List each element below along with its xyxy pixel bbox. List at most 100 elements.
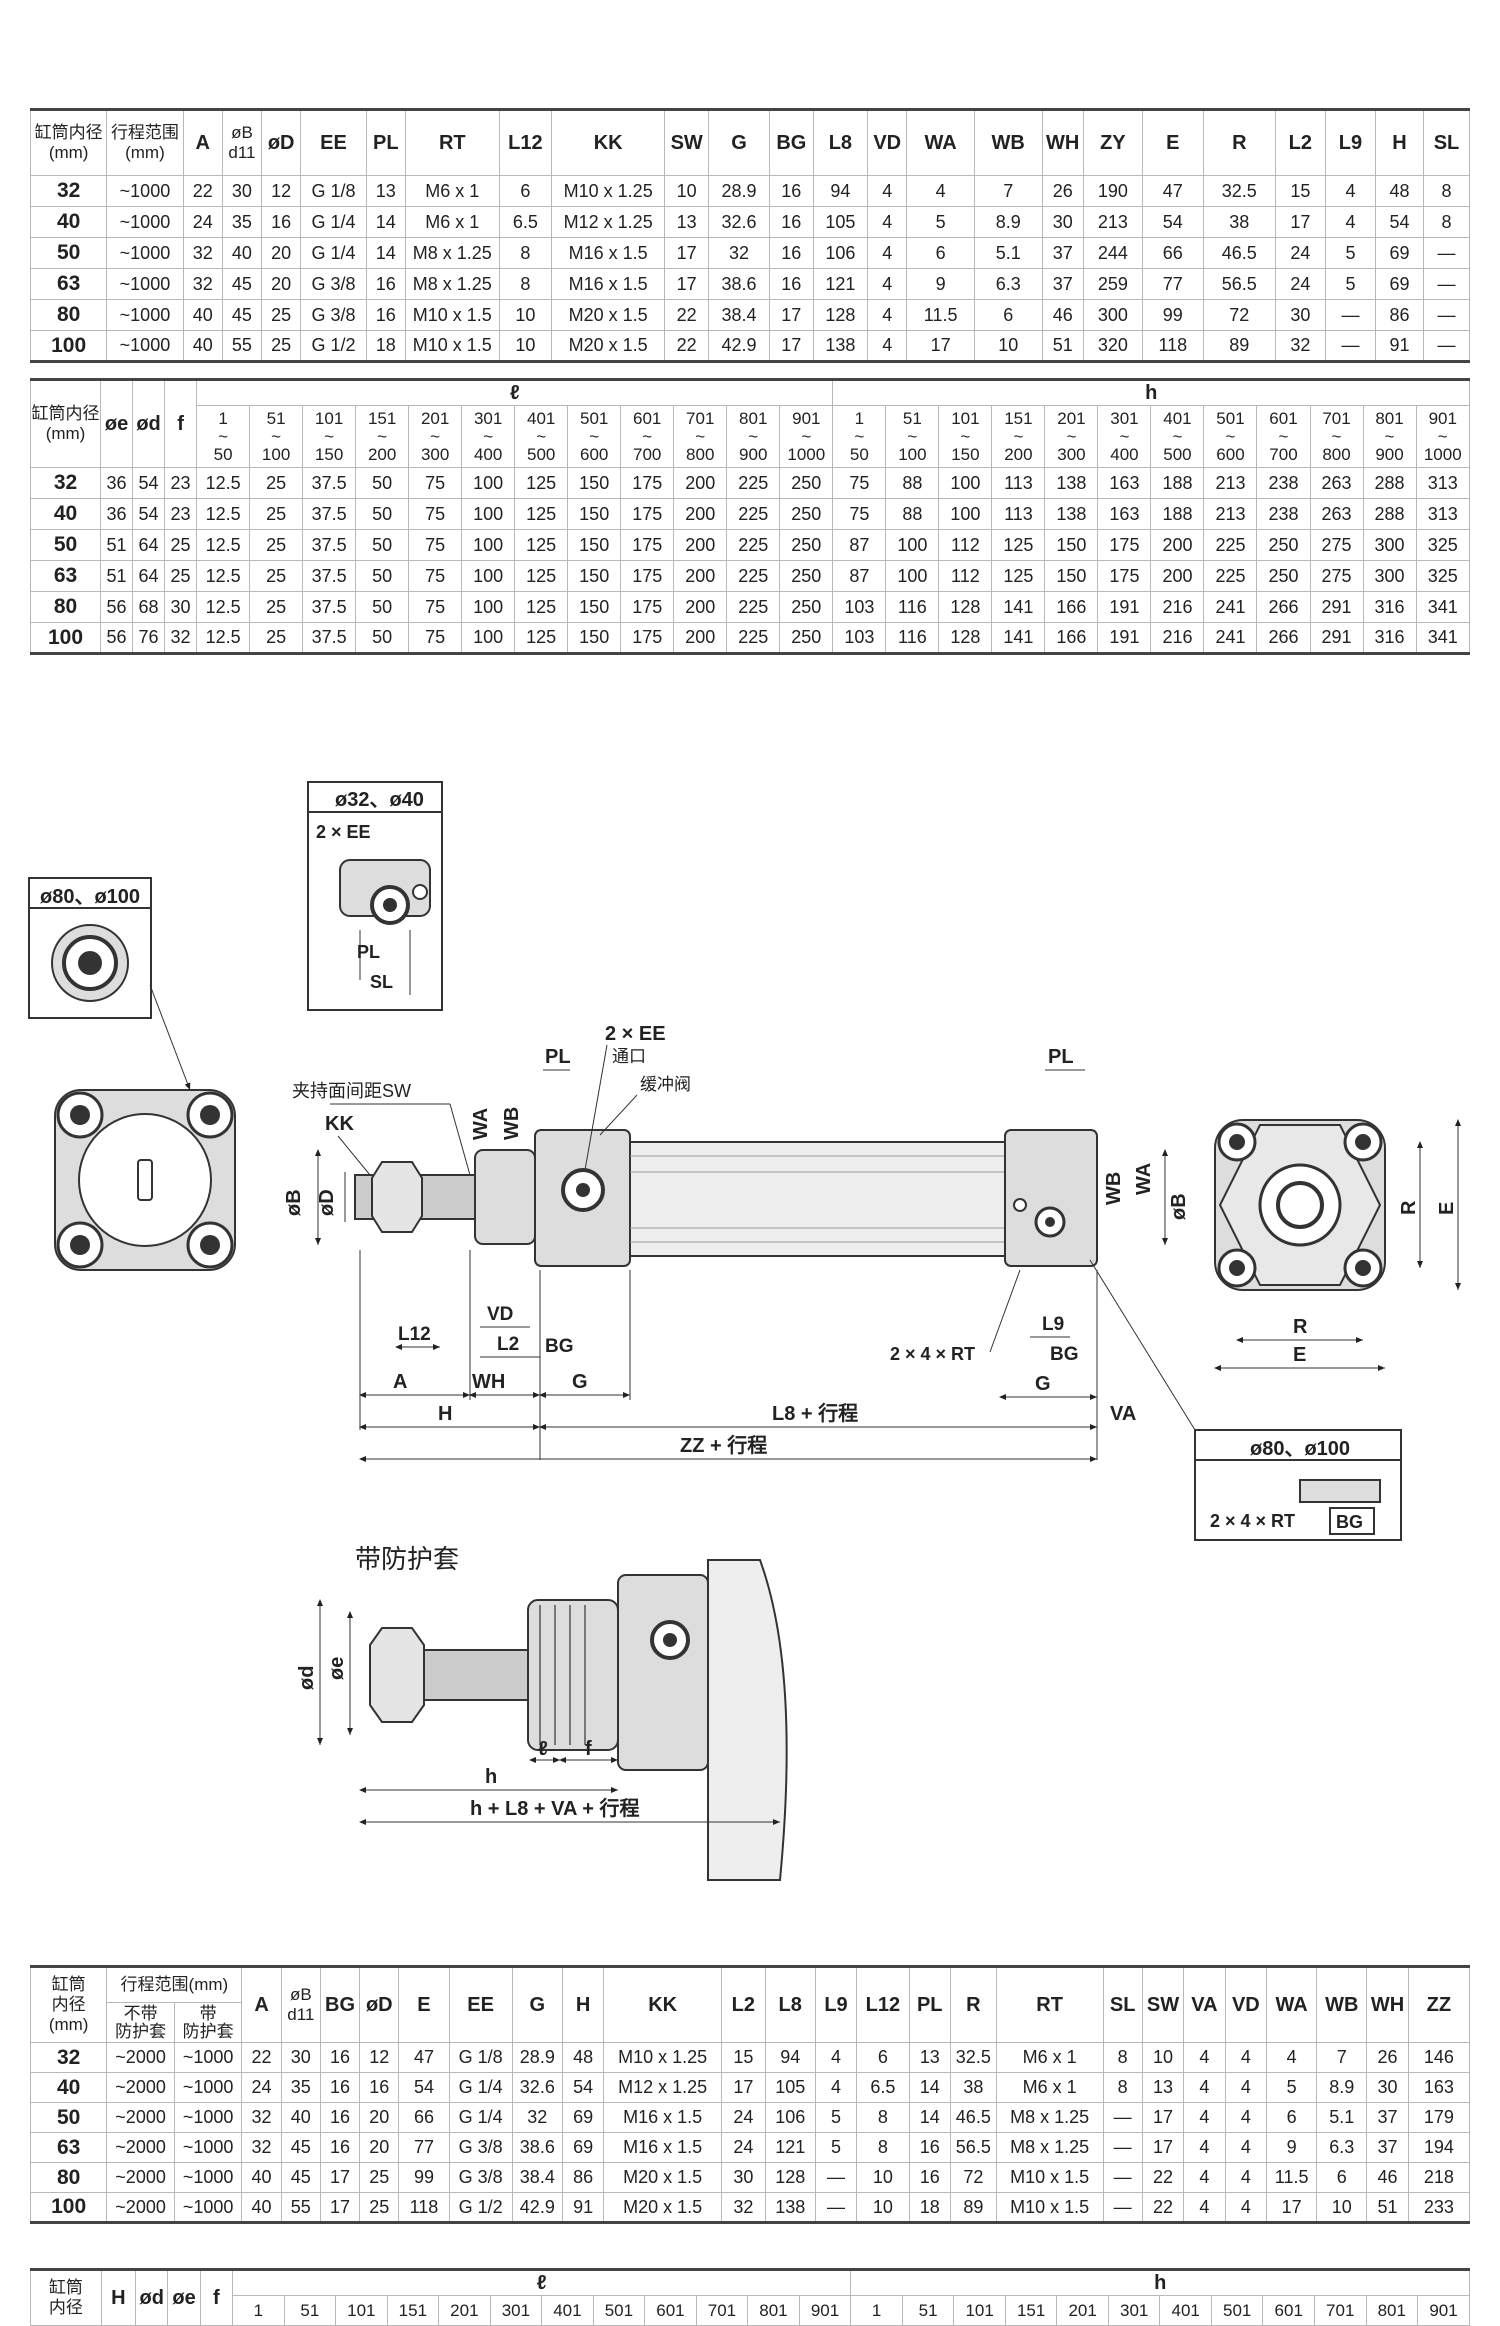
- table-cell: 320: [1082, 330, 1143, 362]
- column-header: øD: [261, 109, 302, 176]
- table-cell: —: [1423, 299, 1470, 331]
- table-cell: 6.3: [973, 268, 1043, 300]
- table-cell: M12 x 1.25: [603, 2072, 723, 2103]
- inset-bottom-right: ø80、ø100 2 × 4 × RT BG: [1194, 1429, 1402, 1541]
- range-header: 151: [1004, 2295, 1058, 2326]
- range-header: 901~1000: [1415, 405, 1471, 468]
- table-cell: 4: [1183, 2102, 1226, 2133]
- table-cell: 113: [991, 498, 1046, 530]
- column-header: BG: [319, 1966, 361, 2043]
- inset-small-ee-label: 2 × EE: [316, 822, 371, 842]
- label-va: VA: [1110, 1403, 1136, 1425]
- table-cell: 325: [1415, 560, 1471, 592]
- table-cell: 11.5: [906, 299, 975, 331]
- table-cell: M8 x 1.25: [995, 2132, 1104, 2163]
- column-header: f: [164, 379, 198, 468]
- table-cell: 112: [938, 529, 993, 561]
- table-cell: 225: [726, 560, 781, 592]
- boot-f-label: f: [585, 1738, 592, 1760]
- table-cell: 250: [779, 467, 834, 499]
- table-cell: 128: [764, 2162, 816, 2193]
- range-header: 701: [1313, 2295, 1367, 2326]
- table-cell: 4: [1183, 2042, 1226, 2073]
- table-cell: 25: [249, 591, 304, 623]
- label-pl-right: PL: [1048, 1046, 1074, 1068]
- table-cell: 87: [832, 560, 887, 592]
- label-kk: KK: [325, 1113, 354, 1135]
- range-header: 301~400: [1097, 405, 1152, 468]
- table-cell: 77: [1141, 268, 1204, 300]
- table-cell: 25: [261, 330, 302, 362]
- inset-small-sl-label: SL: [370, 972, 393, 992]
- table-cell: 64: [132, 529, 166, 561]
- table-cell: 38.6: [511, 2132, 563, 2163]
- inset-small-title: ø32、ø40: [335, 789, 424, 811]
- table-cell: 163: [1097, 467, 1152, 499]
- label-a: A: [393, 1371, 407, 1393]
- table-cell: 12.5: [196, 560, 251, 592]
- table-cell: M6 x 1: [404, 206, 500, 238]
- table-cell: 16: [769, 206, 814, 238]
- table-cell: 121: [812, 268, 869, 300]
- table-cell: 103: [832, 591, 887, 623]
- table-cell: ~1000: [106, 175, 184, 207]
- table-cell: 5: [1266, 2072, 1318, 2103]
- table-cell: 250: [1256, 560, 1311, 592]
- table-cell: M6 x 1: [995, 2072, 1104, 2103]
- table-cell: 47: [398, 2042, 450, 2073]
- range-header: 601: [1262, 2295, 1315, 2326]
- table-cell: 6: [1316, 2162, 1368, 2193]
- table-cell: 37: [1366, 2102, 1409, 2133]
- table-cell: 233: [1407, 2192, 1471, 2223]
- table-cell: 54: [132, 467, 166, 499]
- table-cell: 103: [832, 622, 887, 654]
- table-cell: 72: [949, 2162, 997, 2193]
- table-cell: 16: [261, 206, 302, 238]
- table-cell: 28.9: [511, 2042, 563, 2073]
- table-cell: 32: [241, 2102, 282, 2133]
- table-cell: ~1000: [106, 330, 184, 362]
- table-cell: 24: [721, 2132, 766, 2163]
- column-header: RT: [995, 1966, 1104, 2043]
- table-cell: 200: [673, 467, 728, 499]
- table-cell: 17: [664, 268, 709, 300]
- table-cell: 38.6: [707, 268, 771, 300]
- table-cell: 14: [365, 237, 406, 269]
- range-header: 301: [489, 2295, 543, 2326]
- table-cell: 32: [29, 175, 108, 207]
- label-l2: L2: [497, 1334, 519, 1355]
- range-header: 901: [798, 2295, 852, 2326]
- column-header: L8: [812, 109, 869, 176]
- table-cell: 54: [398, 2072, 450, 2103]
- table-cell: 118: [1141, 330, 1204, 362]
- table-cell: 7: [973, 175, 1043, 207]
- table-cell: 266: [1256, 622, 1311, 654]
- range-header: 201~300: [1044, 405, 1099, 468]
- table-cell: 10: [498, 330, 553, 362]
- table-cell: 125: [514, 467, 569, 499]
- table-cell: 94: [812, 175, 869, 207]
- table-cell: 4: [1224, 2042, 1268, 2073]
- table-cell: 17: [906, 330, 975, 362]
- table-cell: 87: [832, 529, 887, 561]
- table-cell: 194: [1407, 2132, 1471, 2163]
- inset-bottom-title: ø80、ø100: [1250, 1438, 1350, 1460]
- column-header: PL: [365, 109, 406, 176]
- table-cell: 166: [1044, 622, 1099, 654]
- table-cell: 16: [319, 2132, 361, 2163]
- table-cell: G 1/8: [448, 2042, 513, 2073]
- table-cell: G 1/4: [300, 206, 367, 238]
- table-cell: 14: [908, 2102, 951, 2133]
- inset-small-pl-label: PL: [357, 942, 380, 962]
- table-cell: M20 x 1.5: [550, 330, 666, 362]
- column-header: L12: [856, 1966, 910, 2043]
- table-cell: 341: [1415, 591, 1471, 623]
- table-cell: 22: [1141, 2192, 1185, 2223]
- column-header: VA: [1183, 1966, 1226, 2043]
- label-pl: PL: [545, 1046, 571, 1068]
- boot-total-label: h + L8 + VA + 行程: [470, 1796, 640, 1820]
- range-header: 301~400: [461, 405, 516, 468]
